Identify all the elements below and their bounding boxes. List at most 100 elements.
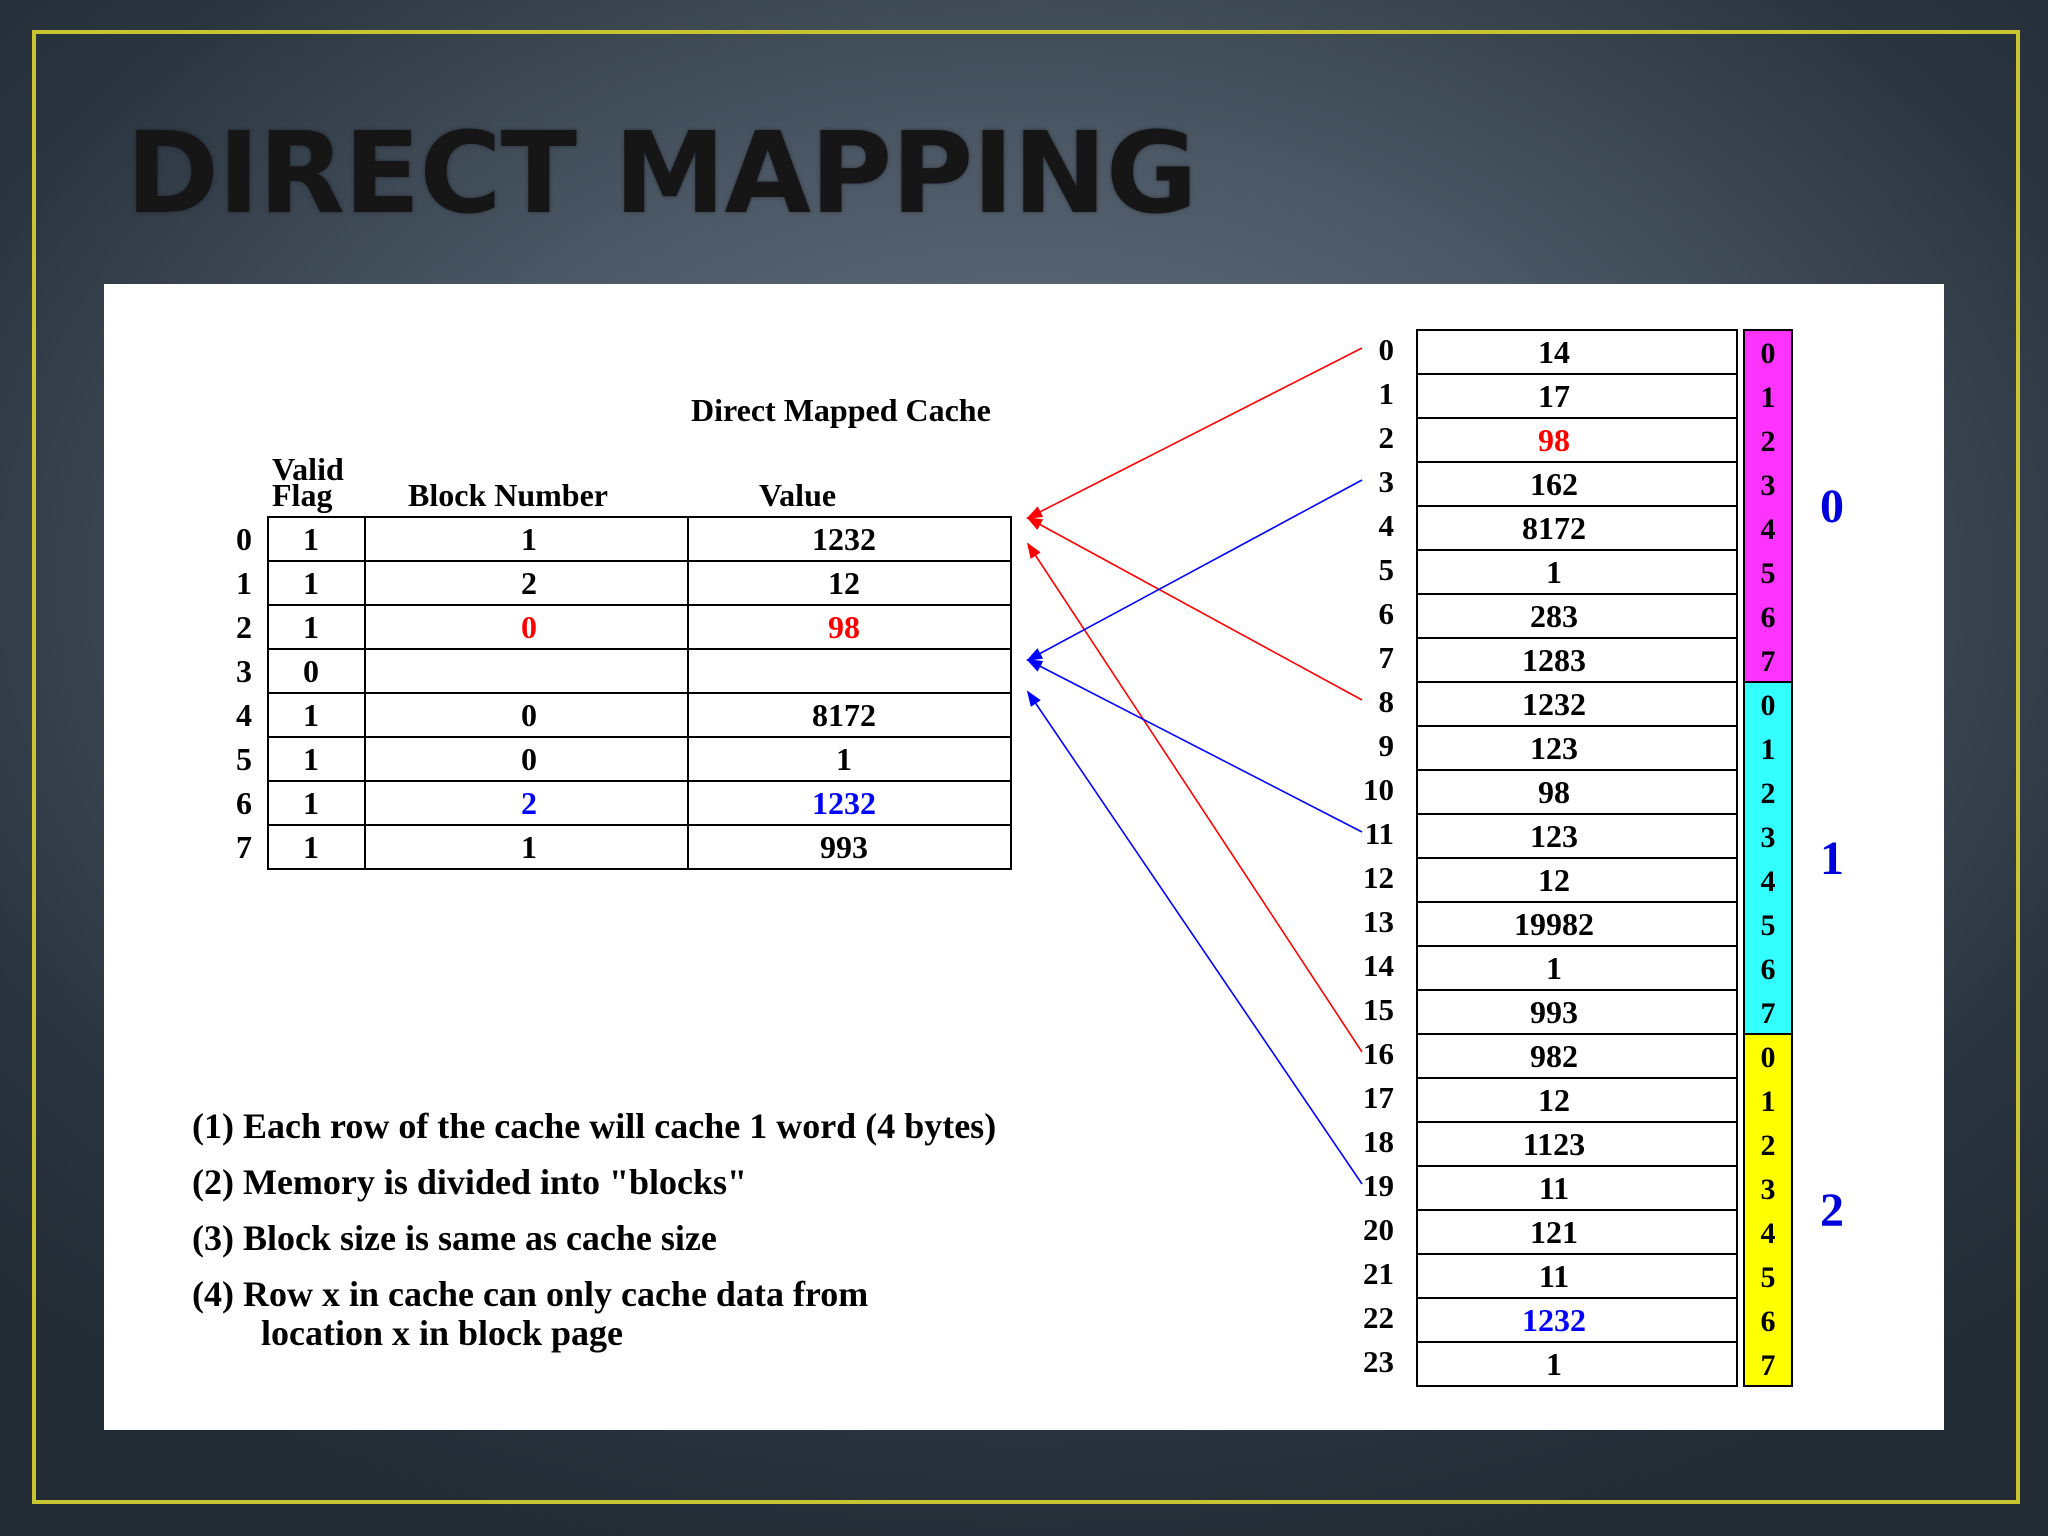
memory-value: 12 <box>1538 862 1570 898</box>
block-offset-label: 4 <box>1761 513 1776 546</box>
cache-valid-flag: 1 <box>303 829 319 865</box>
memory-address: 16 <box>1363 1036 1394 1071</box>
memory-block-band <box>1743 681 1793 1035</box>
mapping-arrows <box>1026 347 1363 1185</box>
cache-valid-flag: 1 <box>303 785 319 821</box>
cache-title: Direct Mapped Cache <box>691 392 991 428</box>
memory-address: 5 <box>1379 552 1395 587</box>
block-offset-label: 7 <box>1761 645 1776 678</box>
memory-cell <box>1416 329 1738 375</box>
slide-frame <box>32 30 2020 1504</box>
memory-address: 21 <box>1363 1256 1394 1291</box>
memory-value: 17 <box>1538 378 1570 414</box>
valid-flag-header-line2: Flag <box>272 477 332 513</box>
cache-value: 12 <box>828 565 860 601</box>
memory-address: 2 <box>1379 420 1395 455</box>
block-offset-label: 3 <box>1761 1173 1776 1206</box>
cache-value: 1232 <box>812 521 876 557</box>
mapping-arrow <box>1026 347 1363 519</box>
memory-cell <box>1416 857 1738 903</box>
direct-mapping-diagram: Direct Mapped Cache Valid Flag Block Num… <box>236 329 1844 1387</box>
block-offset-label: 7 <box>1761 997 1776 1030</box>
block-offset-label: 5 <box>1761 1261 1776 1294</box>
memory-cell <box>1416 769 1738 815</box>
memory-value: 1232 <box>1522 686 1586 722</box>
cache-value: 8172 <box>812 697 876 733</box>
block-offset-label: 4 <box>1761 865 1776 898</box>
cache-valid-flag: 1 <box>303 521 319 557</box>
memory-address: 0 <box>1379 332 1395 367</box>
memory-value: 14 <box>1538 334 1570 370</box>
note-1: (1) Each row of the cache will cache 1 w… <box>192 1106 997 1146</box>
memory-value: 1 <box>1546 554 1562 590</box>
memory-address: 23 <box>1363 1344 1394 1379</box>
memory-value: 12 <box>1538 1082 1570 1118</box>
memory-address: 19 <box>1363 1168 1394 1203</box>
block-offset-label: 3 <box>1761 469 1776 502</box>
memory-cell <box>1416 1253 1738 1299</box>
cache-value: 98 <box>828 609 860 645</box>
memory-cell <box>1416 1165 1738 1211</box>
memory-cell <box>1416 417 1738 463</box>
memory-cell <box>1416 901 1738 947</box>
memory-value: 162 <box>1530 466 1578 502</box>
memory-cell <box>1416 549 1738 595</box>
memory-address: 12 <box>1363 860 1394 895</box>
cache-row-index: 7 <box>236 829 252 865</box>
block-offset-label: 1 <box>1761 1085 1776 1118</box>
note-3: (3) Block size is same as cache size <box>192 1218 717 1258</box>
memory-cell <box>1416 1341 1738 1387</box>
cache-row-index: 6 <box>236 785 252 821</box>
block-number-label: 1 <box>1820 832 1844 885</box>
block-offset-label: 1 <box>1761 733 1776 766</box>
memory-address: 4 <box>1379 508 1395 543</box>
memory-value: 123 <box>1530 730 1578 766</box>
memory-value: 19982 <box>1514 906 1594 942</box>
memory-cell <box>1416 1209 1738 1255</box>
cache-block-number: 2 <box>521 785 537 821</box>
cache-row-index: 4 <box>236 697 252 733</box>
memory-address: 6 <box>1379 596 1395 631</box>
memory-cell <box>1416 725 1738 771</box>
block-number-label: 0 <box>1820 480 1844 533</box>
cache-valid-flag: 0 <box>303 653 319 689</box>
note-4-continuation: location x in block page <box>261 1313 624 1353</box>
memory-cell <box>1416 1297 1738 1343</box>
cache-valid-flag: 1 <box>303 609 319 645</box>
memory-value: 98 <box>1538 774 1570 810</box>
cache-row-index: 5 <box>236 741 252 777</box>
block-offset-label: 4 <box>1761 1217 1776 1250</box>
mapping-arrow <box>1026 517 1363 701</box>
memory-cell <box>1416 593 1738 639</box>
memory-value: 98 <box>1538 422 1570 458</box>
mapping-arrow <box>1026 659 1363 833</box>
memory-cell <box>1416 373 1738 419</box>
block-offset-label: 6 <box>1761 1305 1776 1338</box>
cache-row-index: 1 <box>236 565 252 601</box>
valid-flag-header-line1: Valid <box>272 451 344 487</box>
block-offset-label: 0 <box>1761 1041 1776 1074</box>
block-offset-label: 7 <box>1761 1349 1776 1382</box>
block-offset-label: 2 <box>1761 425 1776 458</box>
memory-cell <box>1416 1077 1738 1123</box>
memory-value: 11 <box>1539 1170 1569 1206</box>
memory-value: 982 <box>1530 1038 1578 1074</box>
memory-address: 22 <box>1363 1300 1394 1335</box>
memory-address: 3 <box>1379 464 1395 499</box>
memory-address: 8 <box>1379 684 1395 719</box>
cache-table: Direct Mapped Cache Valid Flag Block Num… <box>236 392 1012 870</box>
memory-cell <box>1416 461 1738 507</box>
memory-block-band <box>1743 1033 1793 1387</box>
memory-address: 15 <box>1363 992 1394 1027</box>
block-offset-label: 0 <box>1761 689 1776 722</box>
memory-value: 1283 <box>1522 642 1586 678</box>
cache-row-index: 0 <box>236 521 252 557</box>
memory-value: 123 <box>1530 818 1578 854</box>
block-offset-label: 5 <box>1761 557 1776 590</box>
note-4: (4) Row x in cache can only cache data f… <box>192 1274 869 1314</box>
block-number-header: Block Number <box>408 477 608 513</box>
block-offset-label: 2 <box>1761 1129 1776 1162</box>
cache-valid-flag: 1 <box>303 697 319 733</box>
cache-block-number: 0 <box>521 697 537 733</box>
